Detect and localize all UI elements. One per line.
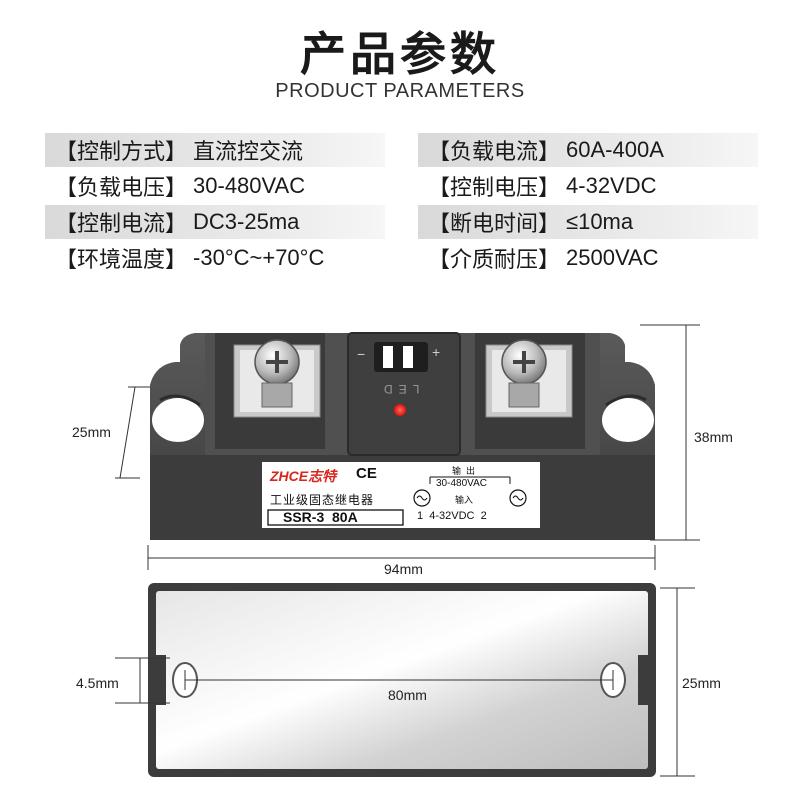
plus-sign: +	[432, 344, 441, 360]
dim-hole-diameter: 4.5mm	[76, 675, 119, 691]
dimension-lines	[115, 324, 700, 570]
param-value: ≤10ma	[566, 209, 634, 234]
param-value: 4-32VDC	[566, 173, 657, 198]
param-value: 直流控交流	[193, 139, 304, 164]
ce-mark: CE	[356, 465, 377, 482]
output-label: 输 出	[452, 466, 476, 476]
param-key: 【控制方式】	[55, 140, 188, 165]
led-icon	[394, 404, 406, 416]
led-label: LED	[378, 382, 420, 396]
param-row: 【控制方式】直流控交流	[45, 133, 385, 167]
control-pins	[374, 342, 428, 416]
dim-width: 94mm	[384, 561, 423, 577]
terminal-right	[475, 333, 585, 449]
param-key: 【介质耐压】	[428, 248, 561, 273]
terminal-left	[215, 333, 325, 449]
page-subtitle: PRODUCT PARAMETERS	[275, 80, 525, 102]
dim-height-right: 38mm	[694, 429, 733, 445]
minus-sign: −	[357, 346, 366, 362]
param-key: 【断电时间】	[428, 212, 561, 237]
ac-symbol-icon	[413, 489, 431, 507]
param-key: 【控制电流】	[55, 212, 188, 237]
param-value: 60A-400A	[566, 137, 664, 162]
param-row: 【控制电压】4-32VDC	[418, 169, 758, 203]
params-table-left: 【控制方式】直流控交流 【负载电压】30-480VAC 【控制电流】DC3-25…	[45, 133, 385, 277]
params-table-right: 【负载电流】60A-400A 【控制电压】4-32VDC 【断电时间】≤10ma…	[418, 133, 758, 277]
input-label: 输入	[455, 495, 474, 505]
brand-logo: ZHCE志特	[270, 468, 337, 484]
param-row: 【负载电流】60A-400A	[418, 133, 758, 167]
param-value: 30-480VAC	[193, 173, 306, 198]
param-row: 【环境温度】-30°C~+70°C	[45, 241, 385, 275]
page-title: 产品参数	[300, 27, 500, 81]
param-key: 【控制电压】	[428, 176, 561, 201]
ac-symbol-icon	[509, 489, 527, 507]
dim-hole-spacing: 80mm	[388, 687, 427, 703]
model-number: SSR-3 80A	[283, 509, 358, 525]
dim-height-left: 25mm	[72, 424, 111, 440]
param-value: -30°C~+70°C	[193, 245, 325, 270]
param-key: 【负载电压】	[55, 176, 188, 201]
param-row: 【负载电压】30-480VAC	[45, 169, 385, 203]
param-row: 【介质耐压】2500VAC	[418, 241, 758, 275]
param-key: 【环境温度】	[55, 248, 188, 273]
product-name: 工业级固态继电器	[270, 493, 375, 507]
input-voltage: 1 4-32VDC 2	[417, 510, 487, 522]
param-value: 2500VAC	[566, 245, 659, 270]
param-value: DC3-25ma	[193, 209, 300, 234]
param-row: 【控制电流】DC3-25ma	[45, 205, 385, 239]
output-voltage: 30-480VAC	[436, 478, 487, 489]
dim-base-height: 25mm	[682, 675, 721, 691]
product-label	[262, 462, 540, 528]
param-row: 【断电时间】≤10ma	[418, 205, 758, 239]
base-dimension-lines	[115, 587, 695, 777]
param-key: 【负载电流】	[428, 140, 561, 165]
